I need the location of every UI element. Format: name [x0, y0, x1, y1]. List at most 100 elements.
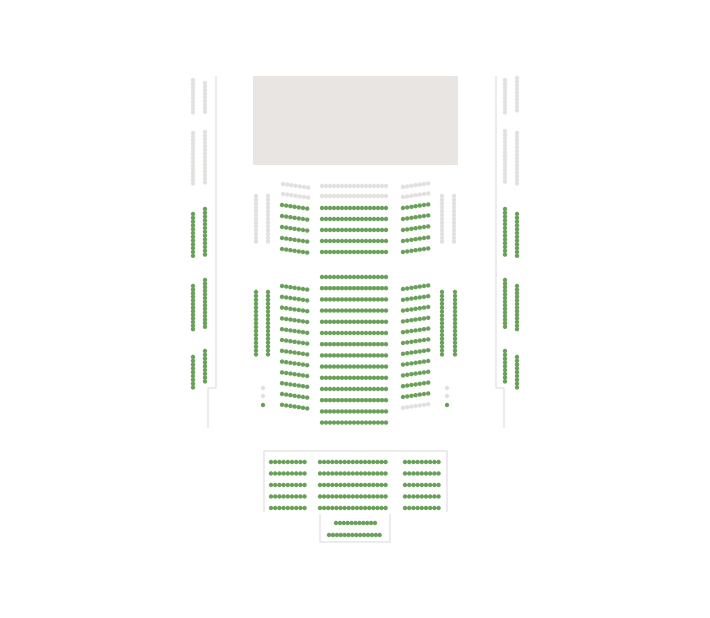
seat[interactable]: [439, 289, 445, 295]
seat[interactable]: [426, 283, 431, 288]
seat[interactable]: [502, 352, 508, 357]
seat[interactable]: [355, 375, 361, 380]
seat[interactable]: [277, 505, 282, 511]
seat[interactable]: [353, 520, 358, 526]
seat[interactable]: [411, 459, 416, 465]
seat[interactable]: [371, 249, 377, 255]
seat[interactable]: [202, 237, 208, 242]
seat[interactable]: [361, 520, 366, 526]
seat[interactable]: [331, 286, 337, 291]
seat[interactable]: [327, 398, 333, 403]
seat[interactable]: [514, 291, 520, 296]
seat[interactable]: [190, 362, 196, 367]
seat[interactable]: [439, 301, 445, 306]
seat[interactable]: [409, 361, 414, 366]
seat[interactable]: [202, 214, 208, 219]
seat[interactable]: [502, 348, 508, 354]
seat[interactable]: [346, 505, 351, 511]
seat[interactable]: [327, 274, 333, 280]
seat[interactable]: [375, 205, 381, 211]
seat[interactable]: [202, 375, 208, 380]
seat[interactable]: [367, 249, 373, 255]
seat[interactable]: [514, 287, 520, 292]
seat[interactable]: [367, 505, 372, 511]
seat[interactable]: [375, 494, 380, 499]
seat[interactable]: [373, 532, 378, 538]
seat[interactable]: [514, 242, 520, 247]
seat[interactable]: [502, 313, 508, 319]
seat[interactable]: [296, 318, 301, 323]
seat[interactable]: [436, 471, 441, 476]
seat[interactable]: [402, 505, 408, 511]
seat[interactable]: [281, 494, 286, 499]
seat[interactable]: [292, 404, 297, 409]
seat[interactable]: [342, 471, 347, 476]
seat[interactable]: [284, 284, 289, 289]
seat[interactable]: [354, 471, 360, 476]
seat[interactable]: [202, 229, 208, 234]
seat[interactable]: [417, 349, 422, 354]
seat[interactable]: [327, 286, 333, 291]
seat[interactable]: [292, 307, 297, 312]
seat[interactable]: [326, 494, 331, 499]
seat[interactable]: [292, 204, 297, 209]
seat[interactable]: [415, 505, 420, 511]
seat[interactable]: [343, 227, 349, 233]
seat[interactable]: [268, 471, 274, 476]
seat[interactable]: [202, 321, 208, 326]
seat[interactable]: [514, 309, 520, 314]
seat[interactable]: [339, 286, 345, 291]
seat[interactable]: [327, 227, 333, 233]
seat[interactable]: [190, 227, 196, 232]
seat[interactable]: [359, 398, 365, 403]
seat[interactable]: [327, 308, 333, 313]
seat[interactable]: [335, 420, 341, 425]
seat[interactable]: [323, 375, 329, 380]
seat[interactable]: [335, 409, 341, 414]
seat[interactable]: [452, 321, 458, 326]
seat[interactable]: [334, 505, 339, 511]
seat[interactable]: [288, 349, 293, 355]
seat[interactable]: [292, 226, 297, 231]
seat[interactable]: [413, 226, 418, 231]
seat[interactable]: [359, 420, 365, 425]
seat[interactable]: [335, 308, 341, 313]
seat[interactable]: [502, 295, 508, 301]
seat[interactable]: [514, 370, 520, 375]
seat[interactable]: [347, 409, 353, 414]
seat[interactable]: [417, 360, 422, 365]
seat[interactable]: [288, 306, 293, 311]
seat[interactable]: [402, 459, 408, 465]
seat[interactable]: [363, 238, 369, 244]
seat[interactable]: [253, 305, 259, 310]
seat[interactable]: [335, 274, 341, 280]
seat[interactable]: [411, 505, 416, 511]
seat[interactable]: [371, 482, 376, 488]
seat[interactable]: [285, 494, 290, 499]
seat[interactable]: [383, 205, 389, 211]
seat[interactable]: [411, 482, 416, 488]
seat[interactable]: [354, 494, 360, 499]
seat[interactable]: [379, 505, 384, 511]
seat[interactable]: [331, 353, 337, 358]
seat[interactable]: [347, 420, 353, 425]
seat[interactable]: [383, 308, 389, 313]
seat[interactable]: [426, 391, 431, 396]
seat[interactable]: [409, 350, 414, 355]
seat[interactable]: [319, 398, 325, 403]
seat[interactable]: [331, 386, 337, 392]
seat[interactable]: [350, 482, 355, 488]
seat[interactable]: [190, 291, 196, 296]
seat[interactable]: [253, 297, 259, 302]
seat[interactable]: [279, 224, 285, 230]
seat[interactable]: [190, 316, 196, 321]
seat[interactable]: [514, 215, 520, 220]
seat[interactable]: [514, 294, 520, 299]
seat[interactable]: [452, 309, 458, 314]
seat[interactable]: [400, 297, 406, 302]
seat[interactable]: [265, 289, 271, 295]
seat[interactable]: [413, 204, 418, 209]
seat[interactable]: [359, 409, 365, 414]
seat[interactable]: [335, 249, 341, 255]
seat[interactable]: [277, 459, 282, 465]
